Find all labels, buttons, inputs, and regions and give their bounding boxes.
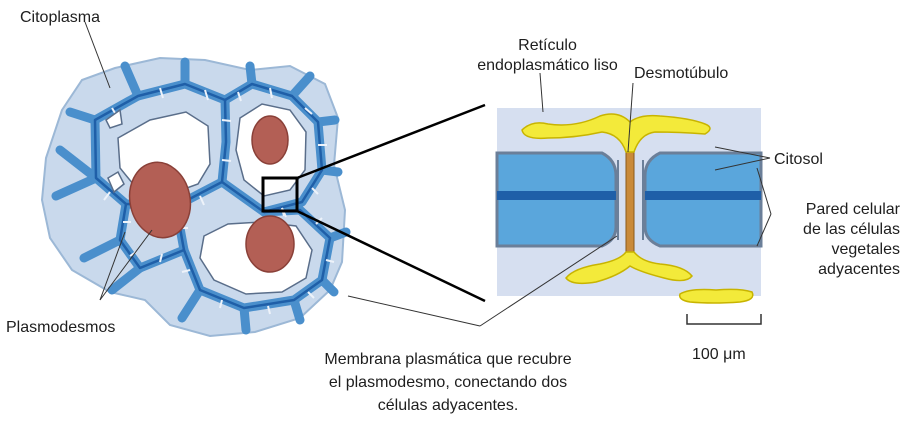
plant-tissue-illustration [42, 58, 346, 336]
label-membrana-line3: células adyacentes. [268, 394, 628, 417]
label-reticulo-line1: Retículo [450, 36, 645, 56]
cell-wall-right [645, 153, 761, 246]
label-pared-celular: Pared celular de las células vegetales a… [778, 200, 900, 280]
label-citoplasma: Citoplasma [20, 8, 100, 28]
cell-wall-left [497, 153, 616, 246]
scale-bar [687, 314, 761, 324]
label-pared-line1: Pared celular [778, 200, 900, 220]
desmotubule [626, 152, 634, 252]
label-desmotubulo: Desmotúbulo [634, 64, 728, 84]
label-pared-line2: de las células [778, 220, 900, 240]
label-pared-line4: adyacentes [778, 260, 900, 280]
label-plasmodesmos: Plasmodesmos [6, 318, 115, 338]
nucleus-top-right [252, 116, 288, 164]
label-citosol: Citosol [774, 150, 823, 170]
label-scale: 100 μm [692, 345, 746, 365]
label-membrana: Membrana plasmática que recubre el plasm… [268, 348, 628, 417]
label-reticulo: Retículo endoplasmático liso [450, 36, 645, 76]
label-membrana-line1: Membrana plasmática que recubre [268, 348, 628, 371]
label-membrana-line2: el plasmodesmo, conectando dos [268, 371, 628, 394]
label-pared-line3: vegetales [778, 240, 900, 260]
nucleus-bottom [246, 216, 294, 272]
label-reticulo-line2: endoplasmático liso [450, 56, 645, 76]
er-small-bottom-right [680, 289, 753, 303]
